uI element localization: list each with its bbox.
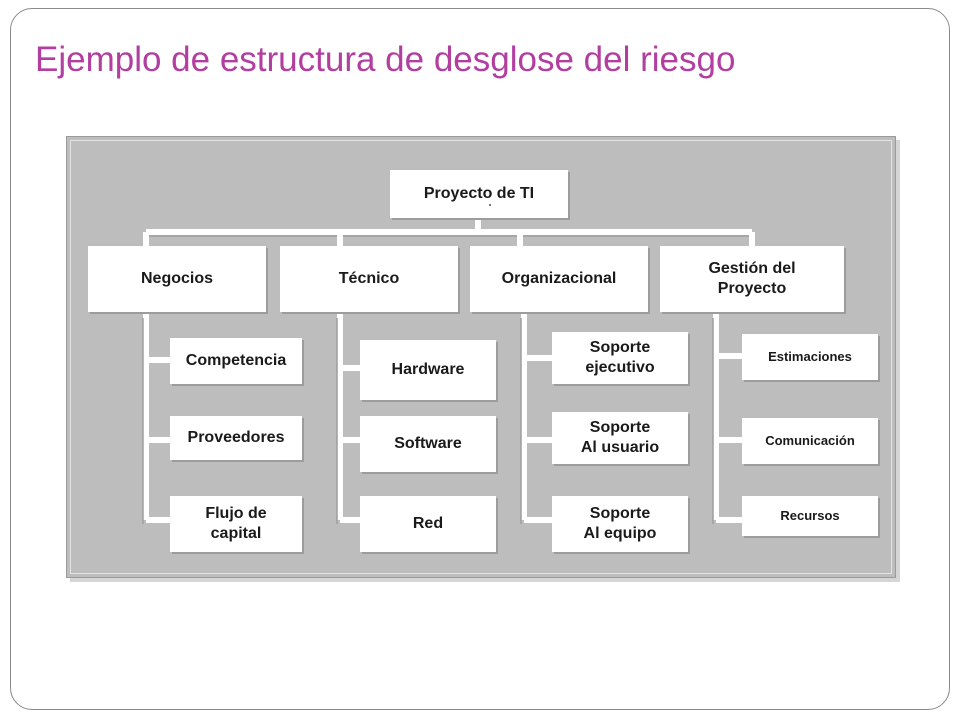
item-label: Proveedores bbox=[187, 429, 285, 446]
item-label: Software bbox=[394, 435, 462, 452]
item-label: Hardware bbox=[391, 361, 465, 378]
item-label: Soporte Al equipo bbox=[583, 505, 657, 542]
root-node: Proyecto de TI bbox=[390, 170, 568, 218]
item-competencia: Competencia bbox=[170, 338, 302, 384]
category-gestion-del-proyecto: Gestión del Proyecto bbox=[660, 246, 844, 312]
item-soporte-al-usuario: Soporte Al usuario bbox=[552, 412, 688, 464]
category-tecnico: Técnico bbox=[280, 246, 458, 312]
root-dot bbox=[489, 204, 491, 206]
category-organizacional: Organizacional bbox=[470, 246, 648, 312]
diagram-panel-inner-border bbox=[70, 140, 892, 574]
item-label: Red bbox=[412, 515, 444, 532]
item-soporte-al-equipo: Soporte Al equipo bbox=[552, 496, 688, 552]
category-label: Técnico bbox=[338, 270, 400, 287]
category-label: Gestión del Proyecto bbox=[708, 260, 796, 297]
item-red: Red bbox=[360, 496, 496, 552]
item-recursos: Recursos bbox=[742, 496, 878, 536]
item-label: Comunicación bbox=[765, 432, 855, 448]
slide-title: Ejemplo de estructura de desglose del ri… bbox=[35, 40, 736, 79]
item-label: Soporte Al usuario bbox=[580, 419, 660, 456]
item-hardware: Hardware bbox=[360, 340, 496, 400]
item-label: Flujo de capital bbox=[205, 505, 267, 542]
category-label: Negocios bbox=[140, 270, 213, 287]
slide-frame bbox=[10, 8, 950, 710]
item-software: Software bbox=[360, 416, 496, 472]
item-label: Estimaciones bbox=[768, 348, 852, 364]
root-label: Proyecto de TI bbox=[423, 185, 535, 202]
item-flujo-de-capital: Flujo de capital bbox=[170, 496, 302, 552]
item-label: Competencia bbox=[185, 352, 287, 369]
item-label: Recursos bbox=[780, 507, 840, 523]
category-negocios: Negocios bbox=[88, 246, 266, 312]
item-estimaciones: Estimaciones bbox=[742, 334, 878, 380]
category-label: Organizacional bbox=[501, 270, 617, 287]
item-proveedores: Proveedores bbox=[170, 416, 302, 460]
item-comunicacion: Comunicación bbox=[742, 418, 878, 464]
item-label: Soporte ejecutivo bbox=[585, 339, 655, 376]
item-soporte-ejecutivo: Soporte ejecutivo bbox=[552, 332, 688, 384]
